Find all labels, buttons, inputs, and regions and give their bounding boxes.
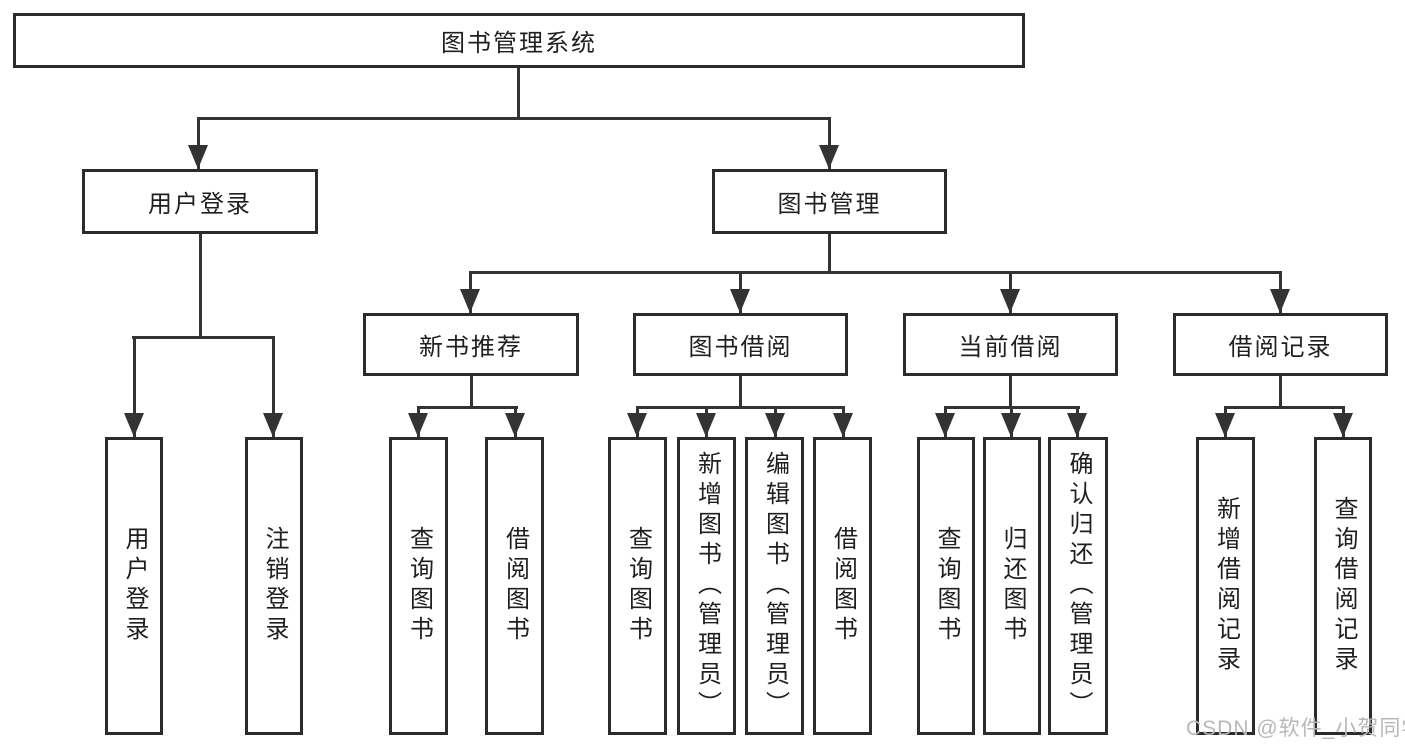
connector-line-v [739, 376, 742, 407]
node-root: 图书管理系统 [13, 13, 1025, 68]
connector-line-v [517, 68, 520, 118]
connector-line-v [1009, 376, 1012, 407]
leaf-cb-return-book: 归还图书 [983, 437, 1041, 735]
connector-line-h [1224, 406, 1345, 409]
leaf-br-add-record: 新增借阅记录 [1196, 437, 1255, 735]
node-user-login: 用户登录 [82, 169, 318, 234]
leaf-logout: 注销登录 [245, 437, 303, 735]
connector-line-h [197, 117, 831, 120]
node-new-book-recommend: 新书推荐 [363, 313, 579, 376]
leaf-cb-query-book: 查询图书 [917, 437, 975, 735]
arrow-down-icon [1215, 413, 1235, 437]
leaf-bb-edit-book-admin: 编辑图书（管理员） [745, 437, 804, 735]
arrow-down-icon [1000, 289, 1020, 313]
arrow-down-icon [1333, 413, 1353, 437]
arrow-down-icon [627, 413, 647, 437]
arrow-down-icon [819, 145, 839, 169]
leaf-nbr-query-book: 查询图书 [389, 437, 448, 735]
arrow-down-icon [460, 289, 480, 313]
arrow-down-icon [408, 413, 428, 437]
arrow-down-icon [833, 413, 853, 437]
leaf-user-login: 用户登录 [105, 437, 163, 735]
arrow-down-icon [263, 413, 283, 437]
connector-line-v [828, 117, 831, 169]
connector-line-v [133, 336, 136, 437]
connector-line-v [272, 336, 275, 437]
connector-line-v [470, 376, 473, 407]
arrow-down-icon [1001, 413, 1021, 437]
leaf-bb-borrow-book: 借阅图书 [813, 437, 872, 735]
arrow-down-icon [935, 413, 955, 437]
arrow-down-icon [730, 289, 750, 313]
connector-line-h [469, 271, 1282, 274]
connector-line-v [828, 234, 831, 272]
arrow-down-icon [124, 413, 144, 437]
connector-line-v [199, 234, 202, 337]
connector-line-h [132, 336, 275, 339]
leaf-br-query-record: 查询借阅记录 [1314, 437, 1372, 735]
arrow-down-icon [696, 413, 716, 437]
node-current-borrow: 当前借阅 [903, 313, 1118, 376]
connector-line-h [636, 406, 845, 409]
leaf-nbr-borrow-book: 借阅图书 [485, 437, 544, 735]
arrow-down-icon [188, 145, 208, 169]
leaf-bb-query-book: 查询图书 [608, 437, 667, 735]
connector-line-h [417, 406, 518, 409]
arrow-down-icon [765, 413, 785, 437]
connector-line-v [1279, 376, 1282, 407]
connector-line-v [197, 117, 200, 169]
node-borrow-record: 借阅记录 [1173, 313, 1388, 376]
csdn-watermark: CSDN @软件_小贺同学 [1186, 717, 1405, 740]
node-book-management: 图书管理 [712, 169, 947, 234]
node-book-borrow: 图书借阅 [633, 313, 848, 376]
leaf-cb-confirm-return-admin: 确认归还（管理员） [1048, 437, 1108, 735]
arrow-down-icon [1270, 289, 1290, 313]
arrow-down-icon [505, 413, 525, 437]
arrow-down-icon [1067, 413, 1087, 437]
leaf-bb-add-book-admin: 新增图书（管理员） [677, 437, 736, 735]
